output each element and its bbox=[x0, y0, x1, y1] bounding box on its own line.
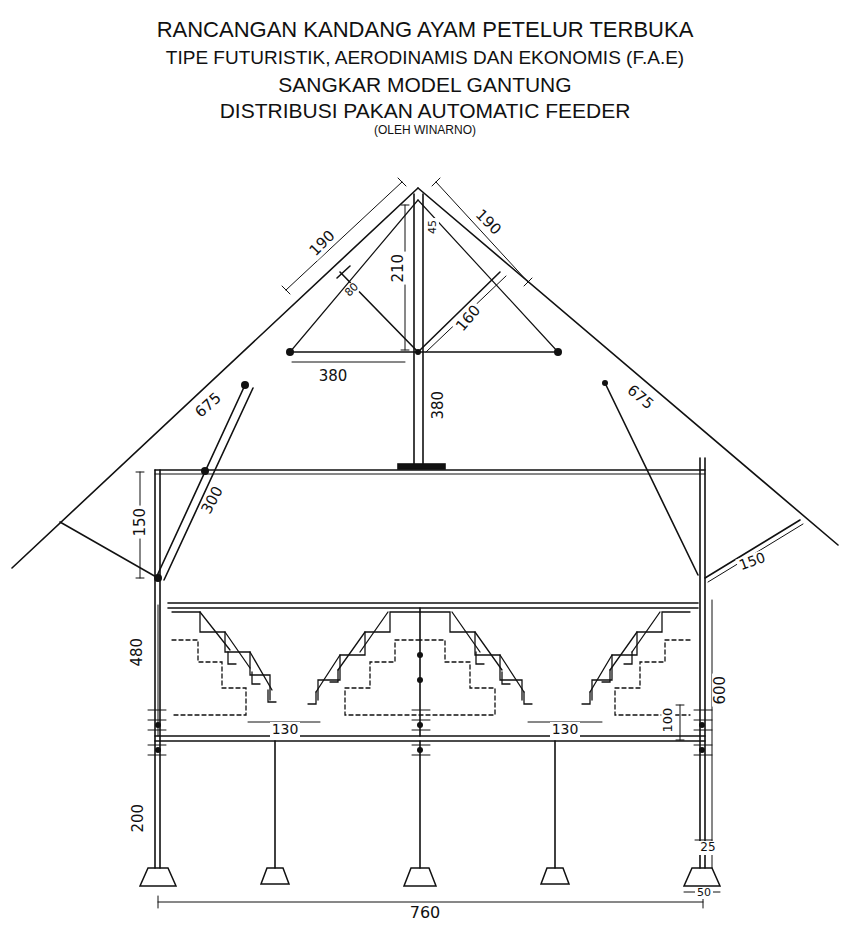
dimension: 190 bbox=[305, 226, 340, 261]
dimension: 150 bbox=[132, 506, 149, 539]
dimension: 480 bbox=[129, 636, 146, 669]
dimension: 210 bbox=[390, 252, 407, 285]
dimension: 80 bbox=[341, 279, 362, 300]
dimension: 50 bbox=[695, 887, 713, 899]
dimension: 300 bbox=[197, 482, 227, 519]
dimension: 380 bbox=[430, 389, 447, 422]
subtitle: TIPE FUTURISTIK, AERODINAMIS DAN EKONOMI… bbox=[166, 48, 684, 69]
dimension: 45 bbox=[427, 218, 439, 236]
dimension: 760 bbox=[408, 904, 443, 922]
dimension: 600 bbox=[712, 674, 729, 707]
subtitle: DISTRIBUSI PAKAN AUTOMATIC FEEDER bbox=[220, 99, 631, 122]
dimension: 150 bbox=[735, 550, 769, 575]
subtitle: SANGKAR MODEL GANTUNG bbox=[278, 73, 571, 96]
drawing-title: RANCANGAN KANDANG AYAM PETELUR TERBUKA bbox=[157, 18, 694, 42]
dimension: 130 bbox=[270, 722, 301, 737]
dimension: 25 bbox=[698, 841, 717, 854]
dimension: 200 bbox=[130, 802, 147, 835]
dimension: 160 bbox=[451, 300, 485, 336]
dimension: 675 bbox=[190, 388, 225, 422]
dimension: 675 bbox=[622, 380, 658, 414]
dimension: 130 bbox=[550, 722, 581, 737]
dimension: 100 bbox=[661, 706, 675, 735]
dimension: 190 bbox=[471, 205, 506, 240]
dimension: 380 bbox=[317, 368, 350, 385]
author-note: (OLEH WINARNO) bbox=[374, 124, 476, 137]
